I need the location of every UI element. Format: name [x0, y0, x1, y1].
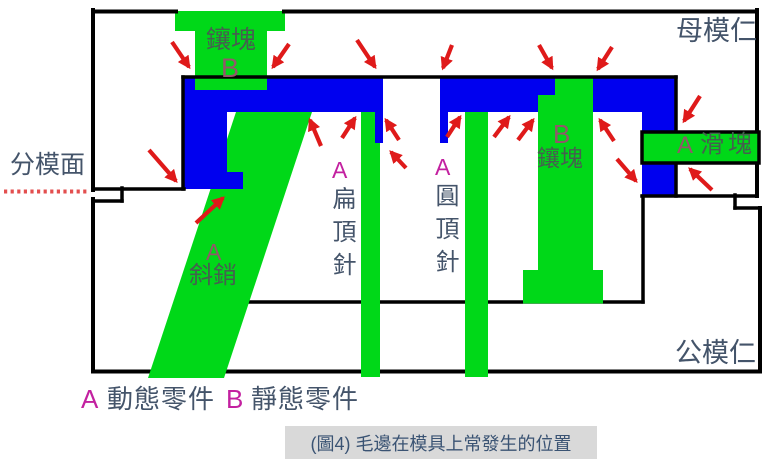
flash-arrow	[170, 40, 191, 70]
flash-arrow	[688, 167, 714, 192]
flash-arrow	[492, 114, 511, 139]
legend-dynamic-label: 動態零件	[107, 384, 216, 414]
figure-caption: (圖4) 毛邊在模具上常發生的位置	[285, 426, 597, 459]
legend-static-letter: B	[226, 384, 244, 414]
flash-arrow	[355, 38, 377, 70]
slider-label: 滑塊	[700, 131, 756, 158]
flash-arrows	[147, 38, 714, 225]
round-ejector-pin-shape	[465, 112, 488, 377]
flash-arrow	[516, 117, 535, 142]
flash-arrow	[194, 196, 225, 225]
center-insert-label: 鑲塊	[537, 145, 583, 171]
angle-pin-letter: A	[206, 239, 222, 265]
flat-ejector-label: 扁頂針	[328, 186, 355, 285]
flat-ejector-letter: A	[332, 157, 348, 183]
legend-static-label: 靜態零件	[251, 384, 360, 414]
flash-arrow	[271, 42, 291, 70]
flash-arrow	[384, 117, 401, 142]
flash-arrow	[389, 150, 408, 170]
top-insert-shape	[175, 11, 285, 90]
slider-shape	[640, 130, 761, 165]
top-insert-label: 鑲塊	[206, 26, 257, 54]
flash-arrow	[445, 114, 462, 139]
cavity-plate-label: 母模仁	[676, 16, 757, 46]
flash-arrow	[537, 43, 554, 71]
round-ejector-label: 圓頂針	[431, 183, 458, 282]
flash-arrow	[147, 148, 178, 183]
flash-arrow	[340, 115, 357, 140]
round-ejector-letter: A	[435, 154, 451, 180]
flash-arrow	[308, 117, 323, 147]
center-insert-letter: B	[553, 119, 571, 149]
flash-arrow	[440, 44, 454, 71]
top-insert-letter: B	[221, 53, 240, 83]
flash-arrow	[596, 45, 614, 72]
legend-dynamic-letter: A	[81, 384, 99, 414]
flash-arrow	[598, 117, 616, 143]
flash-arrow	[682, 94, 702, 124]
cavity-plate-outline	[91, 8, 759, 198]
flash-arrow	[615, 157, 638, 183]
flat-ejector-pin-shape	[361, 112, 380, 377]
figure-caption-text: (圖4) 毛邊在模具上常發生的位置	[310, 433, 572, 454]
center-insert-shape	[523, 78, 603, 304]
core-plate-label: 公模仁	[675, 338, 756, 368]
slider-letter: A	[677, 132, 694, 159]
angle-pin-shape	[148, 112, 312, 378]
angle-pin-label: 斜銷	[189, 262, 237, 289]
parting-face-label: 分模面	[10, 151, 86, 179]
